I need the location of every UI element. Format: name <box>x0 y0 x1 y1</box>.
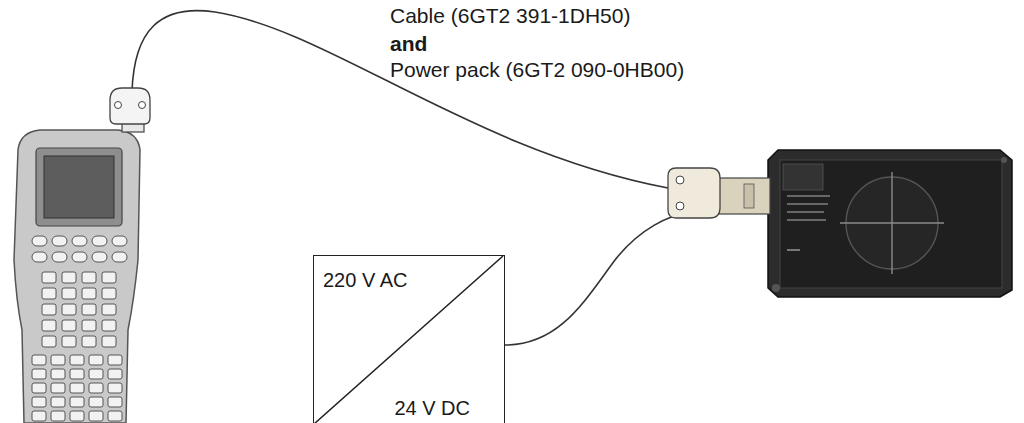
key <box>108 355 122 365</box>
key <box>72 236 87 246</box>
key <box>51 397 65 407</box>
keypad <box>32 236 127 421</box>
key <box>51 383 65 393</box>
key <box>89 397 103 407</box>
key <box>102 304 116 315</box>
cable-line <box>132 11 668 188</box>
key <box>70 369 84 379</box>
key <box>89 411 103 421</box>
voltage-label: 24 V DC <box>394 397 470 419</box>
key <box>108 383 122 393</box>
key <box>32 383 46 393</box>
power-pack-box: 220 V AC 24 V DC <box>313 255 505 423</box>
key <box>42 288 56 299</box>
key <box>108 397 122 407</box>
key <box>62 288 76 299</box>
key <box>70 383 84 393</box>
key <box>62 336 76 347</box>
key <box>70 411 84 421</box>
key <box>42 272 56 283</box>
power-wire <box>505 212 690 345</box>
key <box>112 252 127 262</box>
key <box>51 411 65 421</box>
key <box>42 320 56 331</box>
key <box>32 397 46 407</box>
key <box>108 369 122 379</box>
key <box>32 369 46 379</box>
caption-label: Power pack (6GT2 090-0HB00) <box>390 57 684 82</box>
key <box>62 304 76 315</box>
key <box>102 336 116 347</box>
key <box>32 252 47 262</box>
key <box>102 320 116 331</box>
caption-label: Cable (6GT2 391-1DH50) <box>390 3 630 28</box>
key <box>51 355 65 365</box>
key <box>32 355 46 365</box>
handheld-connector <box>110 88 150 132</box>
voltage-label: 220 V AC <box>323 269 408 291</box>
handheld-terminal <box>14 130 140 423</box>
key <box>108 411 122 421</box>
key <box>82 304 96 315</box>
key <box>72 252 87 262</box>
key <box>32 411 46 421</box>
key <box>52 252 67 262</box>
key <box>62 272 76 283</box>
device-connector <box>668 168 770 218</box>
reader-device <box>768 150 1012 297</box>
key <box>89 355 103 365</box>
key <box>70 355 84 365</box>
caption-label: and <box>390 31 427 56</box>
key <box>70 397 84 407</box>
key <box>82 272 96 283</box>
key <box>102 272 116 283</box>
key <box>82 288 96 299</box>
key <box>89 369 103 379</box>
key <box>42 304 56 315</box>
key <box>102 288 116 299</box>
key <box>89 383 103 393</box>
key <box>92 252 107 262</box>
key <box>42 336 56 347</box>
key <box>82 320 96 331</box>
key <box>112 236 127 246</box>
key <box>32 236 47 246</box>
key <box>62 320 76 331</box>
key <box>82 336 96 347</box>
key <box>51 369 65 379</box>
key <box>92 236 107 246</box>
key <box>52 236 67 246</box>
